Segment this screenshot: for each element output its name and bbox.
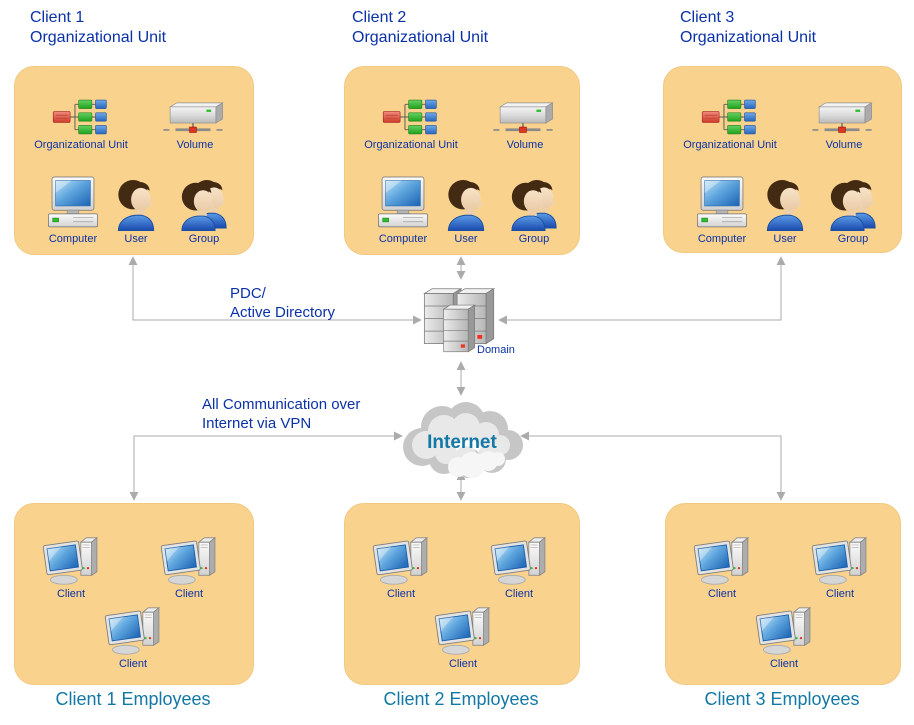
domain-server-icon[interactable] <box>422 281 498 360</box>
client-computer-icon[interactable] <box>488 536 550 586</box>
org-unit-label: Organizational Unit <box>364 139 458 151</box>
org-unit-label: Organizational Unit <box>34 139 128 151</box>
vpn-note: All Communication over Internet via VPN <box>202 396 361 432</box>
client-label: Client <box>707 588 737 600</box>
internet-cloud[interactable]: Internet <box>396 397 528 485</box>
client-node[interactable]: Client <box>676 534 768 601</box>
client-node[interactable]: Client <box>25 534 117 601</box>
group-label: Group <box>518 233 550 245</box>
computer-icon[interactable] <box>696 175 748 231</box>
org-unit-box-client3[interactable]: Organizational Unit Volume Computer User… <box>663 66 902 253</box>
client-label: Client <box>56 588 86 600</box>
computer-icon[interactable] <box>377 175 429 231</box>
volume-label: Volume <box>176 139 214 151</box>
client-computer-icon[interactable] <box>691 536 753 586</box>
connector-internet-employees1[interactable] <box>129 431 403 501</box>
client-computer-icon[interactable] <box>102 606 164 656</box>
computer-label: Computer <box>48 233 98 245</box>
volume-icon[interactable] <box>488 101 562 137</box>
client-label: Client <box>448 658 478 670</box>
client-label: Client <box>504 588 534 600</box>
user-icon[interactable] <box>446 178 486 231</box>
org-unit-box-client1[interactable]: Organizational Unit Volume Computer User… <box>14 66 254 255</box>
volume-node[interactable]: Volume <box>473 91 577 152</box>
org-unit-node[interactable]: Organizational Unit <box>670 91 790 152</box>
volume-icon[interactable] <box>807 101 881 137</box>
user-label: User <box>773 233 797 245</box>
computer-node[interactable]: Computer <box>678 171 766 246</box>
client-computer-icon[interactable] <box>809 536 871 586</box>
computer-node[interactable]: Computer <box>359 171 447 246</box>
domain-label: Domain <box>477 344 515 356</box>
user-icon[interactable] <box>116 178 156 231</box>
user-label: User <box>454 233 478 245</box>
employees-box-client1[interactable]: Client Client Client <box>14 503 254 685</box>
connector-client1-domain[interactable] <box>128 256 422 325</box>
computer-label: Computer <box>697 233 747 245</box>
user-node[interactable]: User <box>441 171 491 246</box>
group-icon[interactable] <box>829 178 877 231</box>
connector-internet-employees3[interactable] <box>520 431 786 501</box>
user-node[interactable]: User <box>111 171 161 246</box>
client-node[interactable]: Client <box>738 604 830 671</box>
org-unit-label: Organizational Unit <box>683 139 777 151</box>
computer-node[interactable]: Computer <box>29 171 117 246</box>
client-computer-icon[interactable] <box>432 606 494 656</box>
computer-label: Computer <box>378 233 428 245</box>
client-node[interactable]: Client <box>794 534 886 601</box>
connector-client3-domain[interactable] <box>498 256 786 325</box>
title-client2-org-unit: Client 2 Organizational Unit <box>352 9 489 46</box>
volume-node[interactable]: Volume <box>143 91 247 152</box>
pdc-active-directory-note: PDC/ Active Directory <box>230 285 336 321</box>
client-computer-icon[interactable] <box>158 536 220 586</box>
caption-client1-employees: Client 1 Employees <box>55 689 211 709</box>
organizational-unit-icon[interactable] <box>382 97 440 137</box>
volume-icon[interactable] <box>158 101 232 137</box>
client-node[interactable]: Client <box>143 534 235 601</box>
group-icon[interactable] <box>510 178 558 231</box>
employees-box-client2[interactable]: Client Client Client <box>344 503 580 685</box>
user-icon[interactable] <box>765 178 805 231</box>
client-node[interactable]: Client <box>87 604 179 671</box>
org-unit-node[interactable]: Organizational Unit <box>351 91 471 152</box>
group-label: Group <box>188 233 220 245</box>
group-icon[interactable] <box>180 178 228 231</box>
client-label: Client <box>118 658 148 670</box>
client-computer-icon[interactable] <box>370 536 432 586</box>
client-label: Client <box>386 588 416 600</box>
user-node[interactable]: User <box>760 171 810 246</box>
group-node[interactable]: Group <box>165 171 243 246</box>
employees-box-client3[interactable]: Client Client Client <box>665 503 901 685</box>
client-label: Client <box>769 658 799 670</box>
group-node[interactable]: Group <box>814 171 892 246</box>
volume-label: Volume <box>825 139 863 151</box>
client-node[interactable]: Client <box>355 534 447 601</box>
client-label: Client <box>174 588 204 600</box>
computer-icon[interactable] <box>47 175 99 231</box>
client-node[interactable]: Client <box>473 534 565 601</box>
group-label: Group <box>837 233 869 245</box>
client-computer-icon[interactable] <box>40 536 102 586</box>
org-unit-box-client2[interactable]: Organizational Unit Volume Computer User… <box>344 66 580 255</box>
client-node[interactable]: Client <box>417 604 509 671</box>
caption-client3-employees: Client 3 Employees <box>704 689 860 709</box>
organizational-unit-icon[interactable] <box>52 97 110 137</box>
client-computer-icon[interactable] <box>753 606 815 656</box>
volume-node[interactable]: Volume <box>792 91 896 152</box>
organizational-unit-icon[interactable] <box>701 97 759 137</box>
volume-label: Volume <box>506 139 544 151</box>
group-node[interactable]: Group <box>495 171 573 246</box>
org-unit-node[interactable]: Organizational Unit <box>21 91 141 152</box>
title-client3-org-unit: Client 3 Organizational Unit <box>680 9 817 46</box>
internet-label: Internet <box>427 432 497 453</box>
client-label: Client <box>825 588 855 600</box>
caption-client2-employees: Client 2 Employees <box>383 689 539 709</box>
title-client1-org-unit: Client 1 Organizational Unit <box>30 9 167 46</box>
user-label: User <box>124 233 148 245</box>
